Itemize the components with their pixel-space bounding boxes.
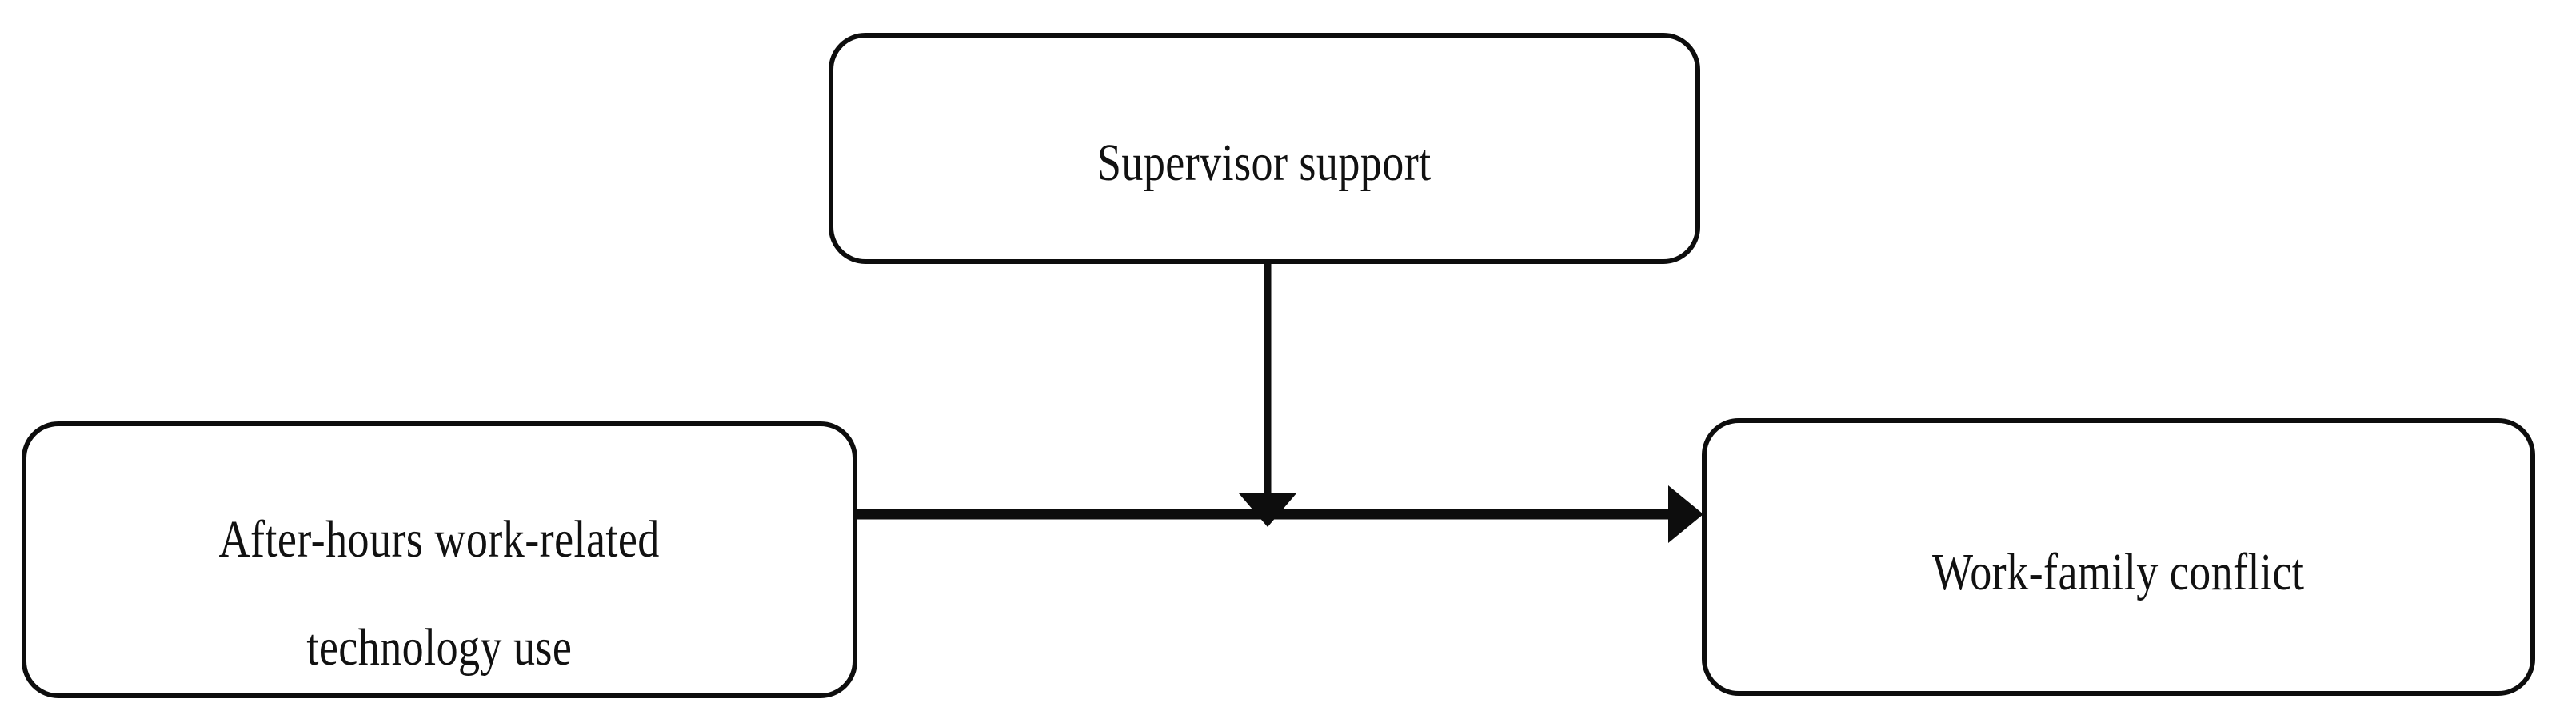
node-after-hours-tech-use-label-line1: After-hours work-related bbox=[218, 510, 661, 569]
node-work-family-conflict-label: Work-family conflict bbox=[1932, 543, 2305, 601]
moderation-arrow bbox=[1239, 264, 1296, 527]
node-supervisor-support[interactable]: Supervisor support bbox=[829, 33, 1700, 264]
moderation-arrow-head bbox=[1239, 493, 1296, 527]
node-work-family-conflict[interactable]: Work-family conflict bbox=[1702, 418, 2535, 696]
main-effect-arrow bbox=[857, 485, 1703, 543]
main-effect-arrow-head bbox=[1668, 485, 1703, 543]
node-after-hours-tech-use-label-line2: technology use bbox=[306, 618, 573, 677]
node-after-hours-tech-use[interactable]: After-hours work-related technology use bbox=[22, 421, 857, 698]
node-supervisor-support-label: Supervisor support bbox=[1097, 134, 1432, 192]
